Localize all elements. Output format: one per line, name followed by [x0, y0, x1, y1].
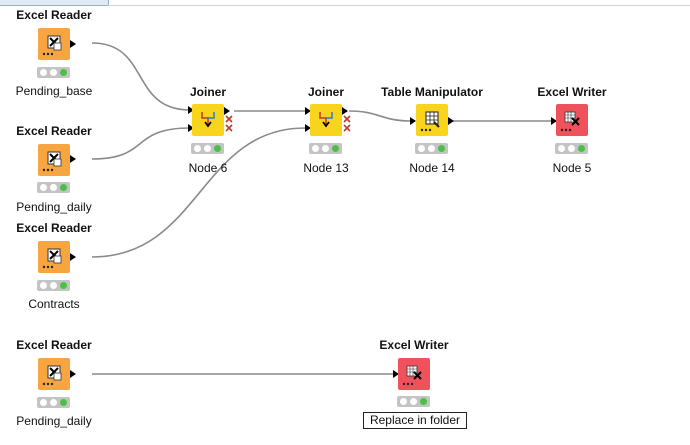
- input-port-left[interactable]: [188, 106, 194, 114]
- node-title: Table Manipulator: [381, 85, 483, 99]
- node-label[interactable]: Node 13: [303, 161, 349, 175]
- node-excel-reader-pending-daily[interactable]: Excel Reader Pending_daily: [0, 120, 124, 230]
- connection-er2-j1: [91, 127, 191, 160]
- node-label[interactable]: Node 14: [409, 161, 455, 175]
- output-port-joined[interactable]: [224, 107, 230, 115]
- node-status-indicator: [37, 397, 70, 408]
- output-port[interactable]: [70, 155, 76, 163]
- node-title: Excel Writer: [537, 85, 607, 99]
- node-label[interactable]: Contracts: [28, 297, 80, 311]
- node-label[interactable]: Pending_daily: [16, 200, 92, 214]
- node-joiner-6[interactable]: Joiner Node 6: [138, 82, 278, 192]
- connection-er3-j2: [91, 127, 306, 258]
- output-port[interactable]: [70, 40, 76, 48]
- tab-divider: [108, 5, 690, 6]
- input-port-left[interactable]: [305, 107, 311, 115]
- node-title: Excel Reader: [16, 221, 92, 235]
- node-label[interactable]: Pending_daily: [16, 414, 92, 428]
- node-status-indicator: [397, 396, 430, 407]
- connection-er1-j1: [91, 42, 191, 111]
- output-port-joined[interactable]: [342, 107, 348, 115]
- excel-writer-icon[interactable]: [556, 104, 588, 136]
- node-status-indicator: [415, 143, 448, 154]
- node-status-indicator: [555, 143, 588, 154]
- node-label[interactable]: Pending_base: [15, 84, 93, 98]
- connection-j2-tm: [348, 110, 413, 122]
- excel-writer-icon[interactable]: [398, 358, 430, 390]
- excel-reader-icon[interactable]: [38, 358, 70, 390]
- node-excel-reader-pending-base[interactable]: Excel Reader Pending_base: [0, 4, 124, 114]
- unused-port-icon[interactable]: [225, 124, 233, 132]
- node-joiner-13[interactable]: Joiner Node 13: [256, 82, 396, 192]
- joiner-icon[interactable]: [310, 104, 342, 136]
- output-port[interactable]: [70, 370, 76, 378]
- workflow-connections: [91, 42, 552, 375]
- workflow-tab-strip: [0, 0, 690, 6]
- input-port-right[interactable]: [305, 124, 311, 132]
- workflow-tab[interactable]: [0, 0, 109, 6]
- output-port[interactable]: [448, 117, 454, 125]
- excel-reader-icon[interactable]: [38, 28, 70, 60]
- node-excel-reader-contracts[interactable]: Excel Reader Contracts: [0, 218, 124, 328]
- unused-port-icon[interactable]: [343, 115, 351, 123]
- node-title: Excel Reader: [16, 338, 92, 352]
- node-excel-reader-pending-daily-2[interactable]: Excel Reader Pending_daily: [0, 335, 124, 445]
- node-status-indicator: [37, 67, 70, 78]
- node-excel-writer-replace-in-folder[interactable]: Excel Writer Replace in folder: [344, 335, 484, 445]
- unused-port-icon[interactable]: [343, 124, 351, 132]
- node-status-indicator: [191, 143, 224, 154]
- node-status-indicator: [37, 280, 70, 291]
- node-label[interactable]: Node 5: [552, 161, 592, 175]
- node-status-indicator: [309, 143, 342, 154]
- node-excel-writer-5[interactable]: Excel Writer Node 5: [502, 82, 642, 192]
- joiner-icon[interactable]: [192, 104, 224, 136]
- node-title: Joiner: [189, 85, 226, 99]
- node-table-manipulator-14[interactable]: Table Manipulator Node 14: [362, 82, 502, 192]
- excel-reader-icon[interactable]: [38, 241, 70, 273]
- input-port[interactable]: [551, 117, 557, 125]
- node-label[interactable]: Node 6: [188, 161, 228, 175]
- node-title: Excel Reader: [16, 8, 92, 22]
- node-title: Excel Writer: [379, 338, 449, 352]
- excel-reader-icon[interactable]: [38, 144, 70, 176]
- input-port[interactable]: [393, 370, 399, 378]
- input-port[interactable]: [410, 117, 416, 125]
- node-title: Joiner: [307, 85, 344, 99]
- table-manipulator-icon[interactable]: [416, 104, 448, 136]
- output-port[interactable]: [70, 253, 76, 261]
- node-label-editing[interactable]: Replace in folder: [363, 412, 467, 429]
- node-status-indicator: [37, 182, 70, 193]
- node-title: Excel Reader: [16, 124, 92, 138]
- input-port-right[interactable]: [188, 124, 194, 132]
- unused-port-icon[interactable]: [225, 115, 233, 123]
